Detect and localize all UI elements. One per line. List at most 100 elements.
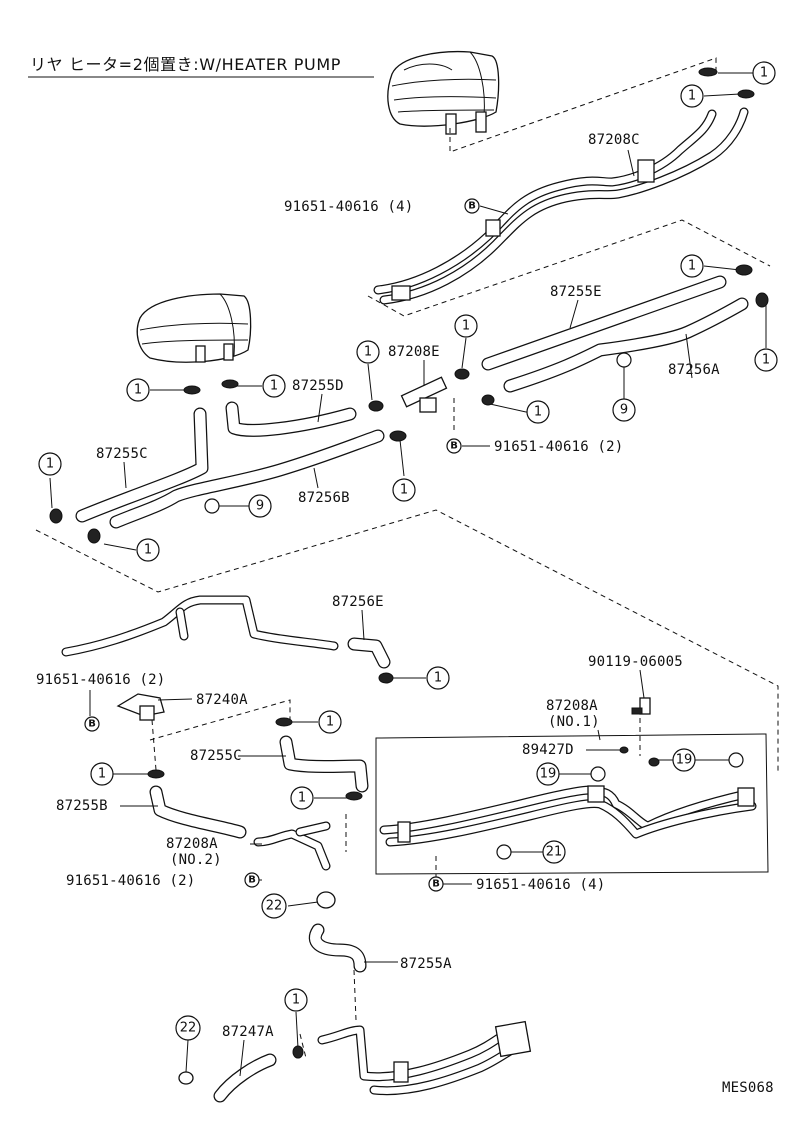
callout-clip-1: 22 — [261, 893, 287, 919]
svg-text:1: 1 — [326, 715, 334, 730]
label-87255D: 87255D — [292, 378, 344, 394]
callout-clip-2: 22 — [175, 1015, 201, 1041]
label-87256A: 87256A — [668, 362, 720, 378]
svg-text:19: 19 — [540, 767, 557, 782]
callout-clamp-15: 1 — [90, 762, 114, 786]
callout-o-ring-1: 9 — [612, 398, 636, 422]
leader-lines — [49, 72, 767, 1077]
svg-text:B: B — [450, 441, 458, 452]
svg-text:9: 9 — [620, 403, 628, 418]
callout-clamp-16: 1 — [290, 786, 314, 810]
svg-text:1: 1 — [434, 671, 442, 686]
svg-text:1: 1 — [462, 319, 470, 334]
hose-87256B — [109, 429, 385, 529]
callout-bolt-4: B — [244, 872, 260, 888]
diagram-title: リヤ ヒータ=2個置き:W/HEATER PUMP — [30, 55, 341, 74]
label-bolt-mid: 91651-40616 (2) — [494, 439, 623, 455]
svg-text:21: 21 — [546, 845, 563, 860]
grommet-part-1 — [590, 766, 606, 782]
main-pipe-box — [375, 733, 769, 875]
svg-text:1: 1 — [134, 383, 142, 398]
svg-text:B: B — [468, 201, 476, 212]
callout-clamp-11: 1 — [38, 452, 62, 476]
callout-clamp-2: 1 — [680, 84, 704, 108]
middle-dashes — [35, 509, 779, 774]
callout-grommet-2: 19 — [672, 748, 696, 772]
hose-87255B — [149, 785, 247, 839]
label-87208A-no2-suffix: (NO.2) — [170, 852, 222, 868]
callout-bolt-3: B — [84, 716, 100, 732]
svg-text:19: 19 — [676, 753, 693, 768]
callout-bolt-1: B — [464, 198, 480, 214]
lower-left-pipe — [61, 595, 339, 657]
label-87256B: 87256B — [298, 490, 350, 506]
hose-87256E — [347, 637, 391, 669]
bleeder-plug — [631, 697, 651, 715]
label-87208A-no2: 87208A — [166, 836, 218, 852]
label-bolt-low: 91651-40616 (2) — [66, 873, 195, 889]
callout-grommet-1: 19 — [536, 762, 560, 786]
bottom-pipe-assembly — [317, 1020, 532, 1096]
label-87240A: 87240A — [196, 692, 248, 708]
svg-text:1: 1 — [688, 89, 696, 104]
callout-clamp-6: 1 — [356, 340, 380, 364]
grommet-part-2 — [728, 752, 744, 768]
callout-bolt-5: B — [428, 876, 444, 892]
hose-87255E — [481, 275, 727, 371]
svg-text:22: 22 — [266, 899, 283, 914]
hose-87255C-mid — [279, 735, 369, 793]
svg-text:1: 1 — [144, 543, 152, 558]
callout-clamp-7: 1 — [526, 400, 550, 424]
o-ring-part-2 — [204, 498, 220, 514]
hose-87255A — [308, 923, 367, 973]
svg-text:1: 1 — [46, 457, 54, 472]
label-bolt-left: 91651-40616 (2) — [36, 672, 165, 688]
callout-clamp-5: 1 — [454, 314, 478, 338]
label-87247A: 87247A — [222, 1024, 274, 1040]
diagram-code: MES068 — [722, 1080, 774, 1096]
callout-clamp-13: 1 — [426, 666, 450, 690]
upper-leader-dashes — [449, 57, 717, 153]
svg-text:1: 1 — [298, 791, 306, 806]
joint-87208E — [400, 376, 448, 413]
svg-text:1: 1 — [400, 483, 408, 498]
callout-clamp-10: 1 — [392, 478, 416, 502]
svg-text:22: 22 — [180, 1021, 197, 1036]
o-ring-part-1 — [616, 352, 632, 368]
label-87208A-no1-suffix: (NO.1) — [548, 714, 600, 730]
lower-clamp-dash — [299, 1033, 307, 1059]
pipe-87208A-no2 — [253, 821, 331, 871]
svg-text:1: 1 — [364, 345, 372, 360]
label-90119-06005: 90119-06005 — [588, 654, 683, 670]
svg-text:1: 1 — [292, 993, 300, 1008]
upper-pipe-dashes — [367, 219, 771, 317]
hose-87255C-top — [75, 407, 209, 523]
label-bolt-top: 91651-40616 (4) — [284, 199, 413, 215]
callout-clamp-17: 1 — [284, 988, 308, 1012]
svg-text:B: B — [248, 875, 256, 886]
svg-text:9: 9 — [256, 499, 264, 514]
svg-text:1: 1 — [688, 259, 696, 274]
label-87255A: 87255A — [400, 956, 452, 972]
svg-text:1: 1 — [270, 379, 278, 394]
lower-dash — [353, 969, 357, 1021]
label-87255B: 87255B — [56, 798, 108, 814]
upper-heater-unit — [387, 50, 500, 135]
label-87208A-no1: 87208A — [546, 698, 598, 714]
callout-clamp-8: 1 — [126, 378, 150, 402]
clip-part — [316, 891, 336, 909]
label-89427D: 89427D — [522, 742, 574, 758]
callout-clamp-12: 1 — [136, 538, 160, 562]
label-bolt-bottom: 91651-40616 (4) — [476, 877, 605, 893]
joint-87240A-dash2 — [149, 699, 291, 741]
callout-clamp-9: 1 — [262, 374, 286, 398]
callout-clamp-14: 1 — [318, 710, 342, 734]
upper-pipe-assembly — [373, 107, 749, 305]
svg-text:1: 1 — [98, 767, 106, 782]
callout-cushion: 21 — [542, 840, 566, 864]
svg-text:1: 1 — [762, 353, 770, 368]
svg-text:1: 1 — [534, 405, 542, 420]
svg-text:1: 1 — [760, 66, 768, 81]
middle-heater-unit — [136, 293, 252, 363]
